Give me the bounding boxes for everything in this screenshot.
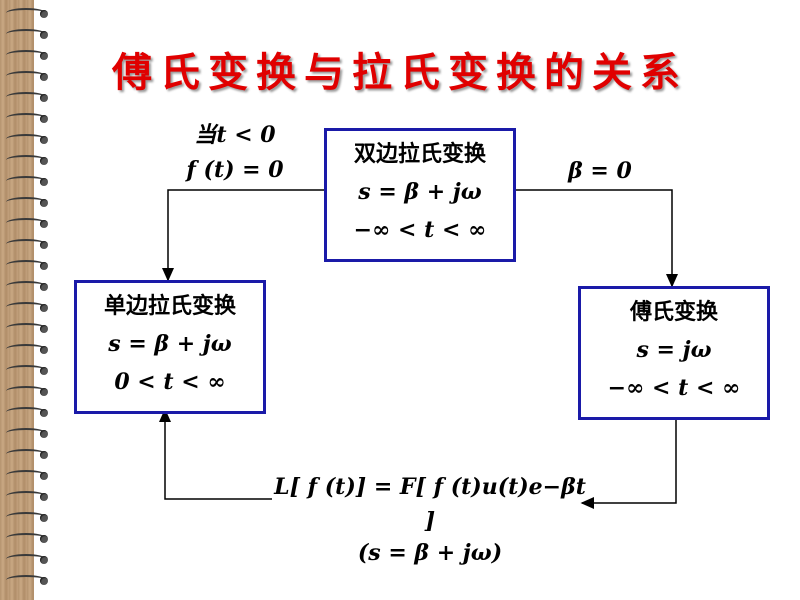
arrow-relation-to-unilateral (159, 408, 272, 500)
binding-hole (40, 388, 48, 396)
bilateral-s-formula: s = β + jω (358, 179, 482, 205)
binding-hole (40, 514, 48, 522)
binding-ring (6, 134, 46, 144)
unilateral-t-range: 0 < t < ∞ (114, 369, 226, 395)
binding-ring (6, 386, 46, 396)
binding-ring (6, 50, 46, 60)
unilateral-laplace-box: 单边拉氏变换 s = β + jω 0 < t < ∞ (74, 280, 266, 414)
binding-hole (40, 556, 48, 564)
arrow-to-unilateral (162, 189, 324, 282)
left-condition-line2: f (t) = 0 (186, 157, 284, 183)
fourier-title: 傅氏变换 (629, 299, 718, 325)
binding-ring (6, 29, 46, 39)
binding-hole (40, 577, 48, 585)
binding-hole (40, 283, 48, 291)
relation-condition: (s = β + jω) (357, 540, 503, 566)
binding-hole (40, 52, 48, 60)
left-condition: 当t < 0 f (t) = 0 (170, 115, 300, 185)
arrow-to-fourier (514, 189, 678, 288)
binding-ring (6, 8, 46, 18)
fourier-t-range: −∞ < t < ∞ (607, 375, 741, 401)
binding-ring (6, 407, 46, 417)
binding-ring (6, 302, 46, 312)
binding-ring (6, 533, 46, 543)
binding-ring (6, 155, 46, 165)
binding-ring (6, 449, 46, 459)
binding-ring (6, 113, 46, 123)
binding-hole (40, 409, 48, 417)
unilateral-s-formula: s = β + jω (108, 331, 232, 357)
binding-hole (40, 472, 48, 480)
left-condition-line1: 当t < 0 (194, 122, 276, 148)
right-condition: β = 0 (568, 158, 632, 184)
relation-formula: L[ f (t)] = F[ f (t)u(t)e−βt ] (274, 474, 586, 534)
binding-hole (40, 10, 48, 18)
binding-ring (6, 218, 46, 228)
binding-hole (40, 367, 48, 375)
bottom-relation: L[ f (t)] = F[ f (t)u(t)e−βt ] (s = β + … (270, 470, 590, 568)
binding-hole (40, 157, 48, 165)
binding-ring (6, 575, 46, 585)
binding-hole (40, 199, 48, 207)
binding-ring (6, 281, 46, 291)
binding-hole (40, 115, 48, 123)
arrow-fourier-to-relation (580, 413, 677, 509)
binding-ring (6, 92, 46, 102)
bilateral-laplace-box: 双边拉氏变换 s = β + jω −∞ < t < ∞ (324, 128, 516, 262)
fourier-transform-box: 傅氏变换 s = jω −∞ < t < ∞ (578, 286, 770, 420)
page-title: 傅氏变换与拉氏变换的关系 (112, 49, 688, 96)
binding-ring (6, 554, 46, 564)
binding-hole (40, 430, 48, 438)
binding-ring (6, 491, 46, 501)
binding-hole (40, 178, 48, 186)
binding-hole (40, 31, 48, 39)
binding-ring (6, 71, 46, 81)
binding-hole (40, 262, 48, 270)
binding-ring (6, 428, 46, 438)
binding-ring (6, 197, 46, 207)
bilateral-t-range: −∞ < t < ∞ (353, 217, 487, 243)
binding-hole (40, 94, 48, 102)
binding-hole (40, 136, 48, 144)
fourier-s-formula: s = jω (636, 337, 712, 363)
binding-hole (40, 535, 48, 543)
binding-hole (40, 220, 48, 228)
binding-hole (40, 325, 48, 333)
binding-hole (40, 493, 48, 501)
binding-ring (6, 344, 46, 354)
binding-ring (6, 512, 46, 522)
bilateral-title: 双边拉氏变换 (353, 141, 486, 167)
unilateral-title: 单边拉氏变换 (103, 293, 236, 319)
binding-ring (6, 239, 46, 249)
binding-hole (40, 346, 48, 354)
binding-ring (6, 260, 46, 270)
binding-hole (40, 241, 48, 249)
binding-ring (6, 470, 46, 480)
binding-hole (40, 73, 48, 81)
binding-hole (40, 451, 48, 459)
binding-hole (40, 304, 48, 312)
binding-ring (6, 365, 46, 375)
binding-ring (6, 176, 46, 186)
binding-ring (6, 323, 46, 333)
